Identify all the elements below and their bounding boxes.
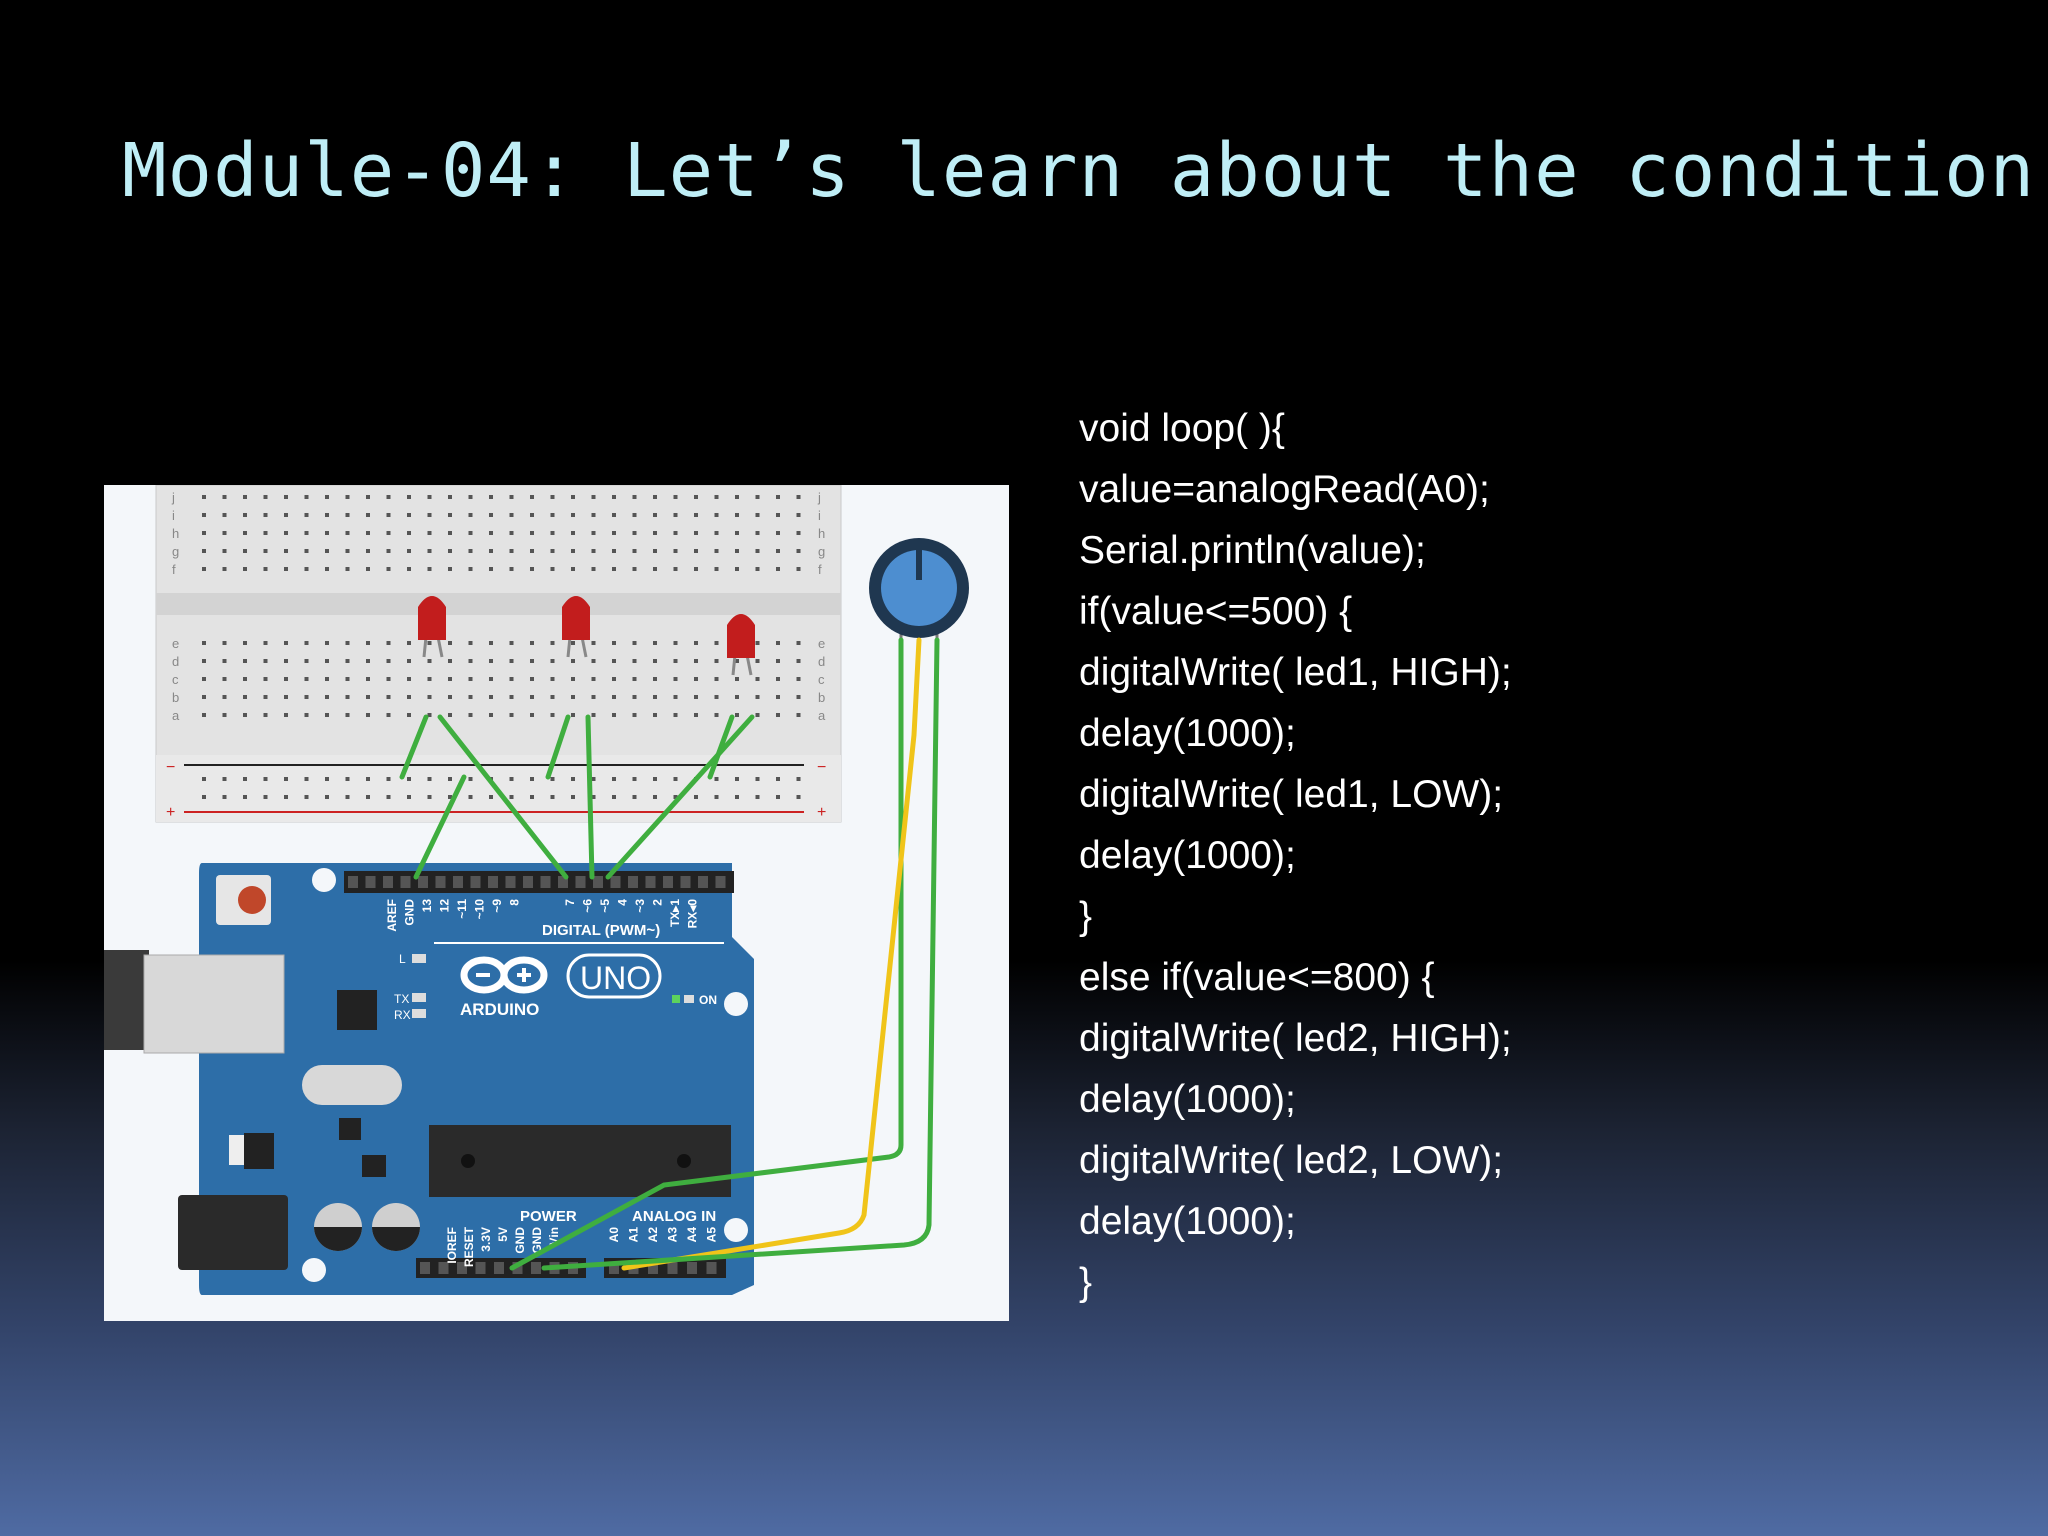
code-line: }: [1079, 1261, 1093, 1304]
pin-label: 7: [563, 899, 577, 906]
breadboard-row-label: h: [818, 526, 825, 541]
breadboard-row-label: h: [172, 526, 179, 541]
code-line: value=analogRead(A0);: [1079, 468, 1490, 511]
pin-label: ~6: [581, 899, 595, 913]
code-line: void loop( ){: [1079, 407, 1285, 450]
pin-label: A0: [607, 1227, 621, 1243]
code-line: delay(1000);: [1079, 1078, 1296, 1121]
arduino-logo-icon: [460, 956, 548, 994]
breadboard-row-label: f: [818, 562, 822, 577]
code-line: digitalWrite( led1, LOW);: [1079, 773, 1504, 816]
breadboard-row-label: d: [818, 654, 825, 669]
breadboard-row-label: j: [817, 490, 821, 505]
breadboard-row-label: i: [818, 508, 821, 523]
pin-label: ~3: [633, 899, 647, 913]
breadboard-row-label: c: [818, 672, 825, 687]
pin-label: 4: [616, 899, 630, 906]
pin-label: 12: [438, 899, 452, 913]
pin-label: RX◂0: [686, 899, 700, 929]
pin-label: ~11: [455, 899, 469, 919]
code-line: delay(1000);: [1079, 712, 1296, 755]
model-label: UNO: [580, 960, 651, 996]
pin-label: ~10: [473, 899, 487, 920]
pin-label: ~9: [490, 899, 504, 913]
slide-title: Module-04: Let’s learn about the conditi…: [122, 128, 2036, 214]
code-listing: void loop( ){ value=analogRead(A0); Seri…: [1079, 398, 1512, 1313]
led-3: [727, 614, 755, 676]
wires: [399, 637, 940, 1271]
pin-label: 2: [651, 899, 665, 906]
brand-label: ARDUINO: [460, 1000, 539, 1019]
analog-header: ANALOG IN: [632, 1208, 716, 1225]
breadboard-row-label: i: [172, 508, 175, 523]
breadboard-row-label: a: [172, 708, 180, 723]
tx-label: TX: [394, 992, 409, 1006]
minus-label-right: −: [817, 759, 826, 776]
breadboard-row-label: d: [172, 654, 179, 669]
pin-label: TX▸1: [668, 899, 682, 927]
code-line: digitalWrite( led2, LOW);: [1079, 1139, 1504, 1182]
led-2: [562, 596, 590, 658]
pin-label: GND: [403, 899, 417, 926]
power-header: POWER: [520, 1208, 577, 1225]
breadboard-row-label: b: [818, 690, 825, 705]
pin-label: GND: [513, 1227, 527, 1254]
pin-label: A4: [685, 1227, 699, 1243]
breadboard-row-label: j: [171, 490, 175, 505]
on-label: ON: [699, 993, 717, 1007]
pin-label: A5: [705, 1227, 719, 1243]
code-line: delay(1000);: [1079, 1200, 1296, 1243]
breadboard-row-label: c: [172, 672, 179, 687]
pin-label: IOREF: [445, 1227, 459, 1264]
pin-label: A3: [666, 1227, 680, 1243]
breadboard-row-label: f: [172, 562, 176, 577]
potentiometer: [869, 538, 969, 640]
plus-label-right: +: [817, 804, 826, 821]
pin-label: ~5: [598, 899, 612, 913]
code-line: digitalWrite( led2, HIGH);: [1079, 1017, 1512, 1060]
led-1: [418, 596, 446, 658]
pin-label: 5V: [496, 1227, 510, 1242]
pin-label: 8: [508, 899, 522, 906]
digital-header: DIGITAL (PWM~): [542, 922, 660, 939]
breadboard-row-label: e: [818, 636, 825, 651]
plus-label: +: [166, 804, 175, 821]
breadboard-row-label: g: [818, 544, 825, 559]
pin-label: RESET: [462, 1226, 476, 1267]
pin-label: GND: [530, 1227, 544, 1254]
l-led-label: L: [399, 952, 406, 966]
rx-label: RX: [394, 1008, 411, 1022]
breadboard-row-label: e: [172, 636, 179, 651]
code-line: if(value<=500) {: [1079, 590, 1353, 633]
breadboard-row-label: g: [172, 544, 179, 559]
pin-label: 3.3V: [479, 1227, 493, 1252]
pin-label: A1: [627, 1227, 641, 1243]
pin-label: A2: [646, 1227, 660, 1243]
pin-label: 13: [420, 899, 434, 913]
breadboard-row-label: a: [818, 708, 826, 723]
code-line: else if(value<=800) {: [1079, 956, 1435, 999]
code-line: Serial.println(value);: [1079, 529, 1426, 572]
pin-label: AREF: [385, 899, 399, 932]
minus-label: −: [166, 759, 175, 776]
code-line: delay(1000);: [1079, 834, 1296, 877]
breadboard-row-label: b: [172, 690, 179, 705]
code-line: digitalWrite( led1, HIGH);: [1079, 651, 1512, 694]
code-line: }: [1079, 895, 1093, 938]
